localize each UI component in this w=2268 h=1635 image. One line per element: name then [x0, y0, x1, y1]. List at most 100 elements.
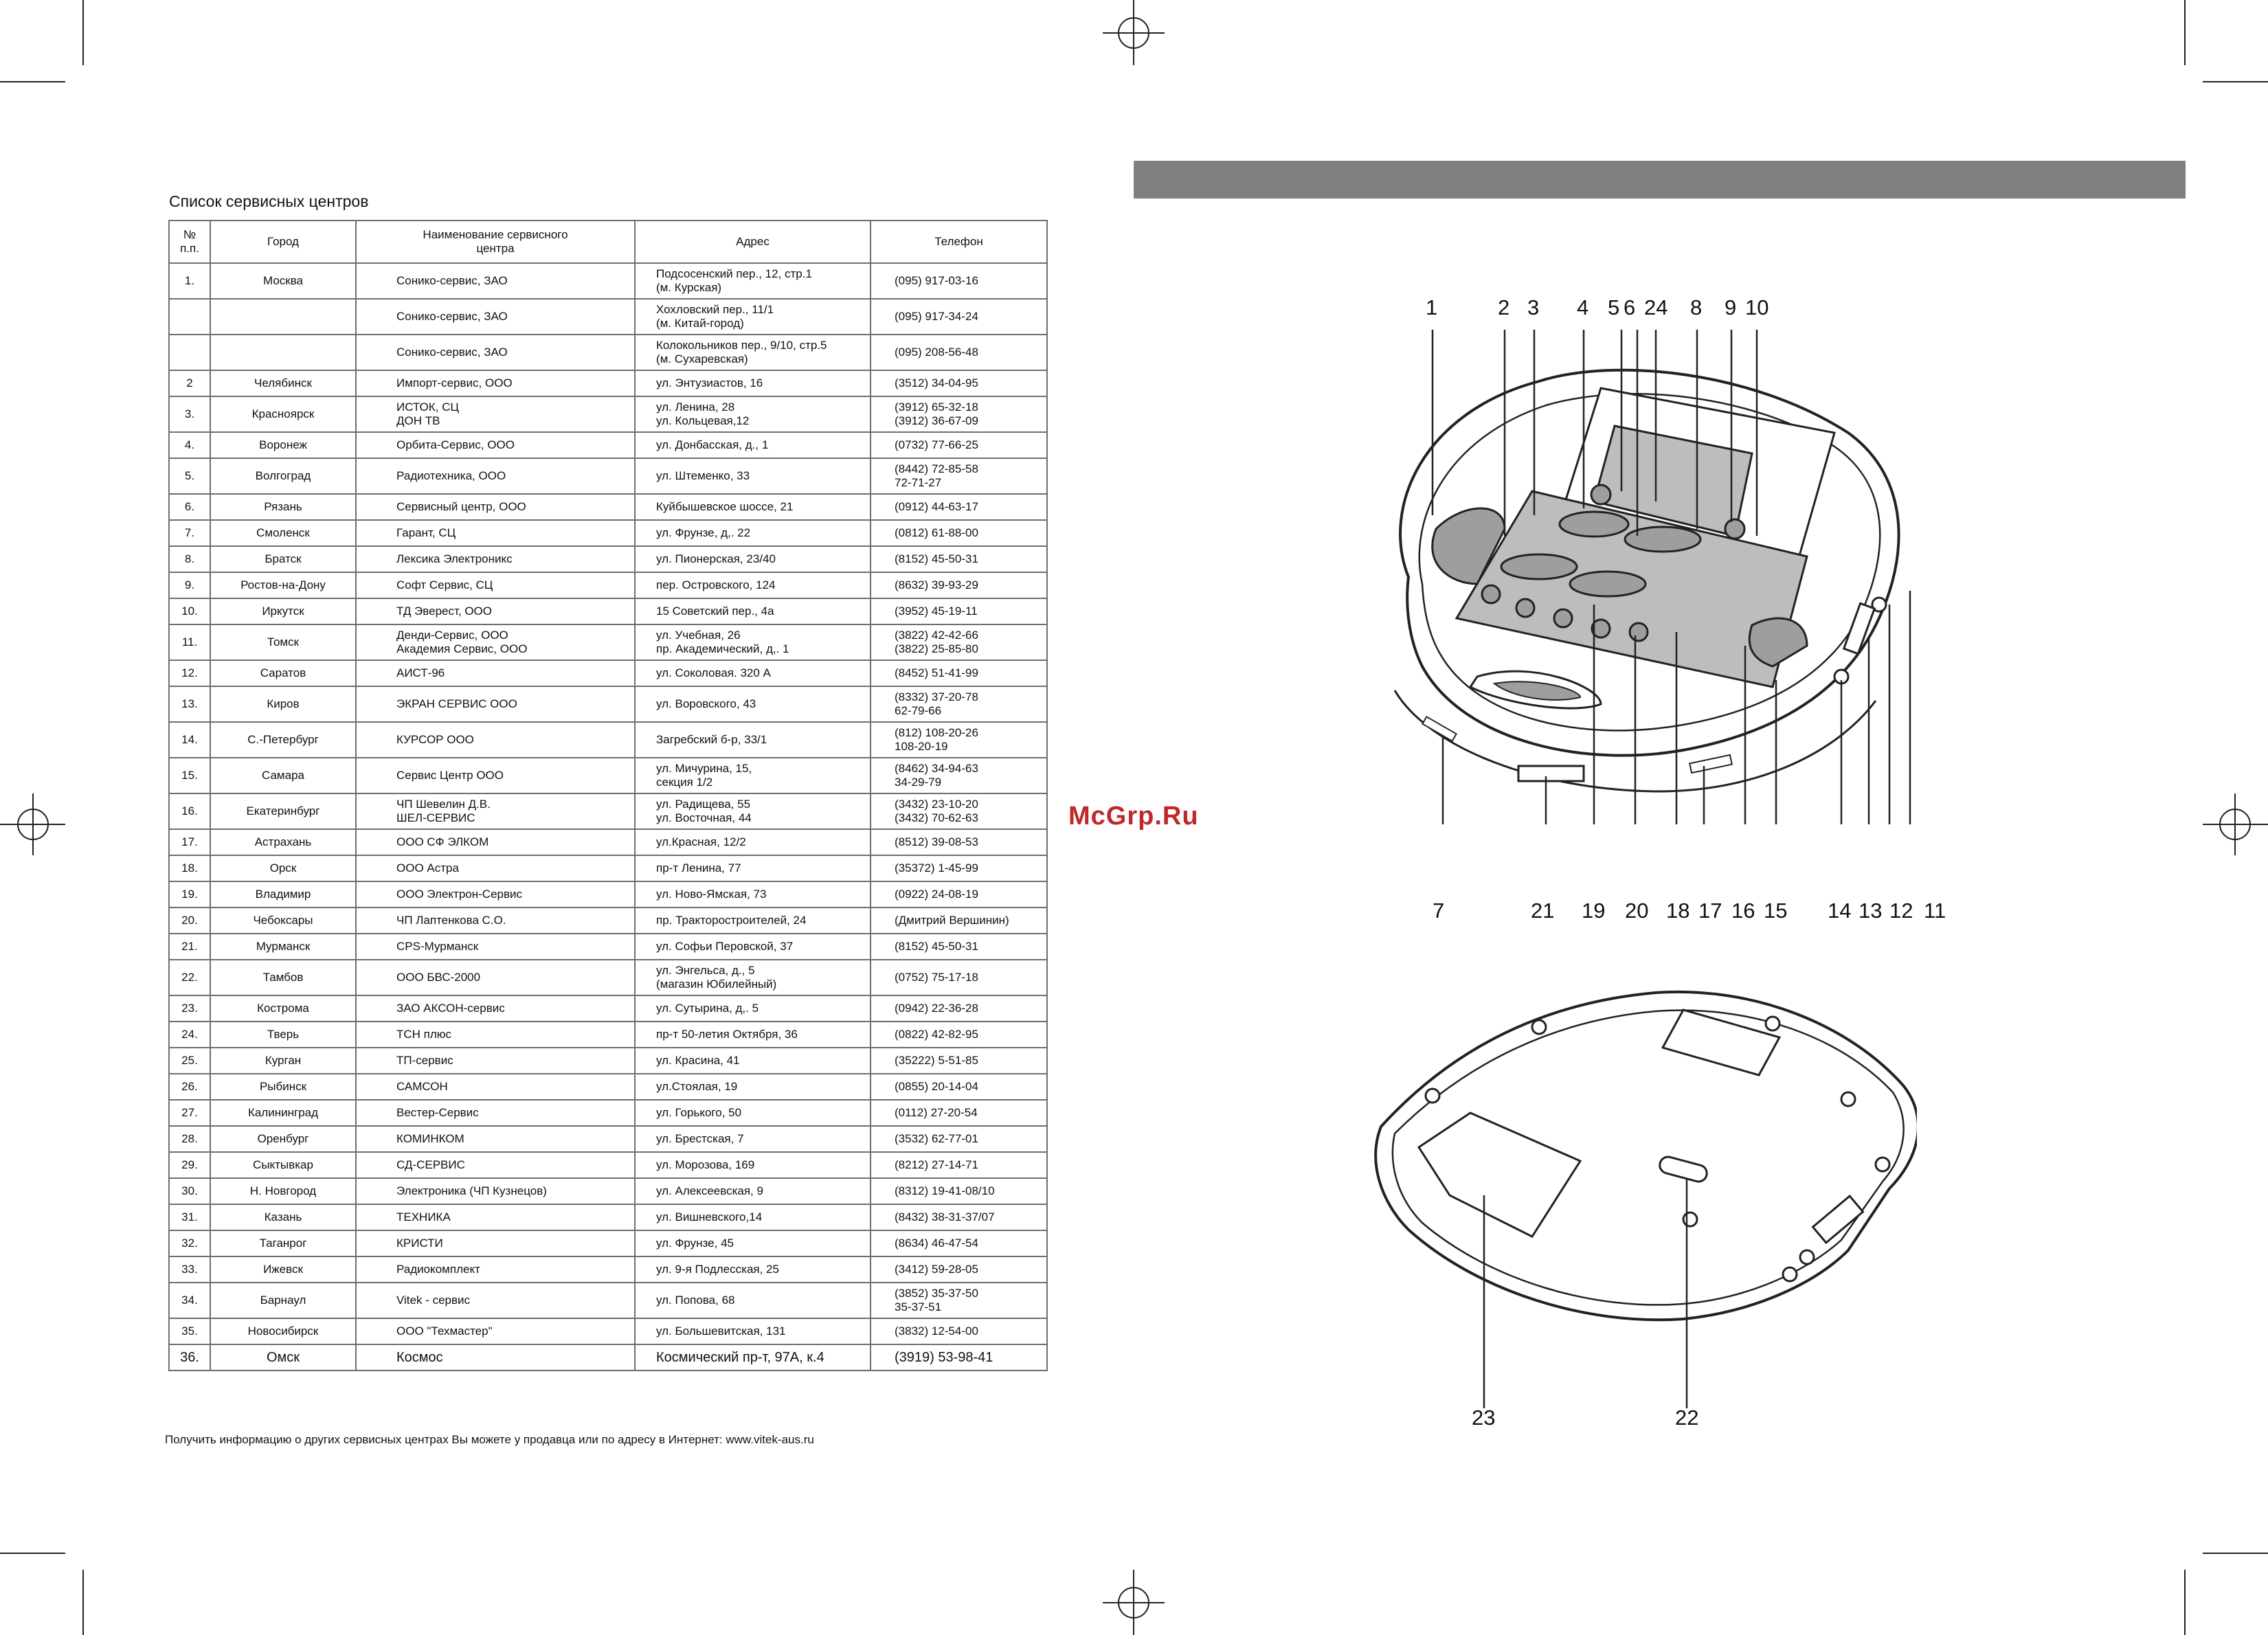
cell-phone: (8462) 34-94-63 34-29-79 [870, 757, 1048, 794]
cell-num: 31. [168, 1204, 211, 1231]
cell-num: 8. [168, 545, 211, 573]
cell-city: Воронеж [210, 431, 357, 459]
cell-name: Радиотехника, ООО [355, 458, 636, 495]
cell-address: ул. Энгельса, д., 5 (магазин Юбилейный) [634, 959, 871, 996]
cell-phone: (8152) 45-50-31 [870, 933, 1048, 960]
cell-num: 1. [168, 262, 211, 300]
cell-phone: (0912) 44-63-17 [870, 493, 1048, 521]
cell-num: 20. [168, 907, 211, 934]
cell-address: ул. Брестская, 7 [634, 1125, 871, 1153]
callout-8: 8 [1690, 295, 1703, 319]
cell-city: Курган [210, 1047, 357, 1074]
cd-player-top-view [1393, 330, 1911, 824]
cell-name: Сервис Центр ООО [355, 757, 636, 794]
callout-15: 15 [1764, 899, 1788, 923]
cell-city: Ижевск [210, 1256, 357, 1283]
cell-phone: (3412) 59-28-05 [870, 1256, 1048, 1283]
callout-2: 2 [1498, 295, 1510, 319]
cell-phone: (0752) 75-17-18 [870, 959, 1048, 996]
cell-phone: (095) 208-56-48 [870, 334, 1048, 371]
cell-num: 24. [168, 1021, 211, 1048]
cell-name: ООО БВС-2000 [355, 959, 636, 996]
cell-phone: (8634) 46-47-54 [870, 1230, 1048, 1257]
cell-city: Калининград [210, 1099, 357, 1127]
cell-city: Екатеринбург [210, 793, 357, 830]
cell-num: 28. [168, 1125, 211, 1153]
cell-address: ул. Горького, 50 [634, 1099, 871, 1127]
registration-mark [1103, 0, 1165, 65]
cell-address: Хохловский пер., 11/1 (м. Китай-город) [634, 298, 871, 335]
section-header-bar [1134, 161, 2186, 199]
cell-name: СД-СЕРВИС [355, 1151, 636, 1179]
cell-phone: (3952) 45-19-11 [870, 598, 1048, 625]
header-city: Город [210, 220, 357, 264]
cell-name: Гарант, СЦ [355, 519, 636, 547]
cell-phone: (0855) 20-14-04 [870, 1073, 1048, 1101]
cell-address: ул. Пионерская, 23/40 [634, 545, 871, 573]
cell-city: Рыбинск [210, 1073, 357, 1101]
header-num: № п.п. [168, 220, 211, 264]
registration-mark [2203, 793, 2268, 855]
callout-23: 23 [1472, 1406, 1496, 1430]
cell-address: ул. Мичурина, 15, секция 1/2 [634, 757, 871, 794]
cell-address: ул. Вишневского,14 [634, 1204, 871, 1231]
cell-city: Красноярск [210, 396, 357, 433]
cell-city: Москва [210, 262, 357, 300]
cell-phone: (0942) 22-36-28 [870, 995, 1048, 1022]
cell-phone: (0812) 61-88-00 [870, 519, 1048, 547]
cell-name: ТЕХНИКА [355, 1204, 636, 1231]
cell-address: ул. Большевитская, 131 [634, 1318, 871, 1345]
cell-name: Сонико-сервис, ЗАО [355, 262, 636, 300]
cell-address: ул. Фрунзе, 45 [634, 1230, 871, 1257]
cell-name: ТП-сервис [355, 1047, 636, 1074]
cell-num: 7. [168, 519, 211, 547]
cell-phone: (8442) 72-85-58 72-71-27 [870, 458, 1048, 495]
cell-name: ООО "Техмастер" [355, 1318, 636, 1345]
cell-city: Чебоксары [210, 907, 357, 934]
cell-city: Тамбов [210, 959, 357, 996]
cell-phone: (8312) 19-41-08/10 [870, 1177, 1048, 1205]
cell-name: Вестер-Сервис [355, 1099, 636, 1127]
cell-phone: (8432) 38-31-37/07 [870, 1204, 1048, 1231]
cell-city: Кострома [210, 995, 357, 1022]
footer-note: Получить информацию о других сервисных ц… [165, 1433, 814, 1446]
cell-city: Самара [210, 757, 357, 794]
cell-name: ТСН плюс [355, 1021, 636, 1048]
cell-city: Владимир [210, 881, 357, 908]
cell-phone: (095) 917-03-16 [870, 262, 1048, 300]
cell-num: 36. [168, 1344, 211, 1371]
cell-phone: (3432) 23-10-20 (3432) 70-62-63 [870, 793, 1048, 830]
callout-16: 16 [1731, 899, 1755, 923]
registration-mark [0, 793, 65, 855]
cell-num: 19. [168, 881, 211, 908]
cell-phone: (0922) 24-08-19 [870, 881, 1048, 908]
list-title: Список сервисных центров [169, 192, 369, 210]
crop-mark [2184, 1570, 2186, 1635]
cell-city: Оренбург [210, 1125, 357, 1153]
cell-name: CPS-Мурманск [355, 933, 636, 960]
cell-phone: (3822) 42-42-66 (3822) 25-85-80 [870, 624, 1048, 661]
cell-phone: (3832) 12-54-00 [870, 1318, 1048, 1345]
cell-num: 6. [168, 493, 211, 521]
cell-phone: (8332) 37-20-78 62-79-66 [870, 686, 1048, 723]
callout-6: 6 [1624, 295, 1636, 319]
callout-12: 12 [1889, 899, 1913, 923]
cell-num: 17. [168, 828, 211, 856]
cell-name: ИСТОК, СЦ ДОН ТВ [355, 396, 636, 433]
cell-name: Софт Сервис, СЦ [355, 572, 636, 599]
cell-city: Рязань [210, 493, 357, 521]
